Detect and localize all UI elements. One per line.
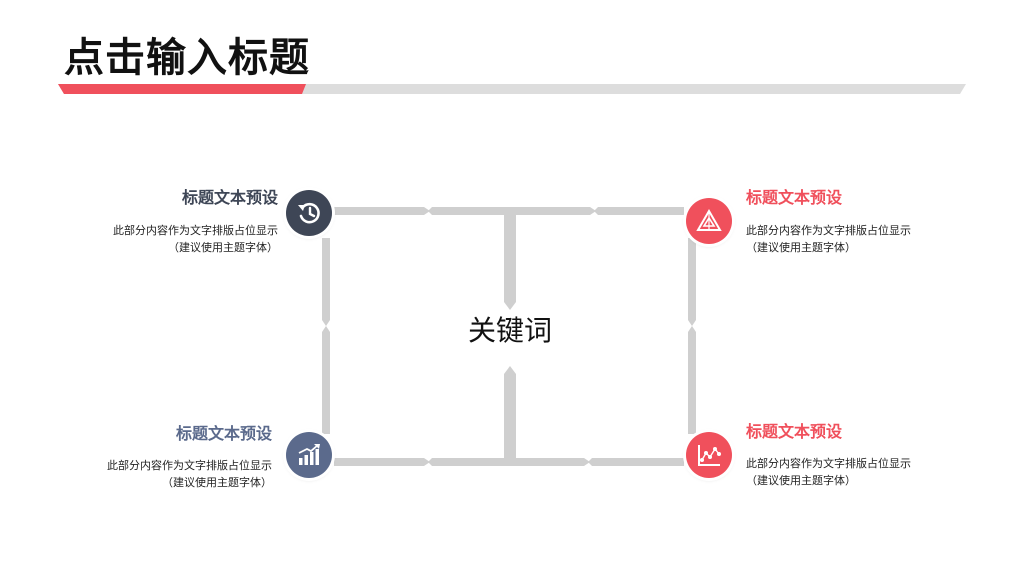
- desc-line-2: （建议使用主题字体）: [746, 241, 856, 254]
- desc-line-2: （建议使用主题字体）: [746, 474, 856, 487]
- desc-line-2: （建议使用主题字体）: [162, 476, 272, 489]
- item-desc-top-right: 此部分内容作为文字排版占位显示 （建议使用主题字体）: [746, 222, 911, 256]
- desc-line-1: 此部分内容作为文字排版占位显示: [113, 224, 278, 237]
- title-underline: [58, 84, 966, 94]
- center-keyword: 关键词: [467, 314, 552, 347]
- node-bottom-right: [686, 432, 732, 478]
- desc-line-1: 此部分内容作为文字排版占位显示: [746, 224, 911, 237]
- item-title-top-left: 标题文本预设: [181, 188, 278, 207]
- node-bottom-left: [286, 432, 332, 478]
- item-desc-bottom-right: 此部分内容作为文字排版占位显示 （建议使用主题字体）: [746, 455, 911, 489]
- node-top-left: [286, 190, 332, 236]
- desc-line-2: （建议使用主题字体）: [168, 241, 278, 254]
- page-title: 点击输入标题: [64, 35, 310, 81]
- item-desc-top-left: 此部分内容作为文字排版占位显示 （建议使用主题字体）: [113, 222, 278, 256]
- node-top-right: [686, 198, 732, 244]
- triangle-icon: [696, 209, 722, 231]
- desc-line-1: 此部分内容作为文字排版占位显示: [746, 457, 911, 470]
- desc-line-1: 此部分内容作为文字排版占位显示: [107, 459, 272, 472]
- history-icon: [298, 202, 320, 224]
- item-desc-bottom-left: 此部分内容作为文字排版占位显示 （建议使用主题字体）: [107, 457, 272, 491]
- item-title-bottom-right: 标题文本预设: [746, 422, 843, 441]
- bar-chart-icon: [298, 444, 320, 465]
- scatter-chart-icon: [698, 445, 721, 466]
- item-title-top-right: 标题文本预设: [746, 188, 843, 207]
- item-title-bottom-left: 标题文本预设: [175, 424, 272, 443]
